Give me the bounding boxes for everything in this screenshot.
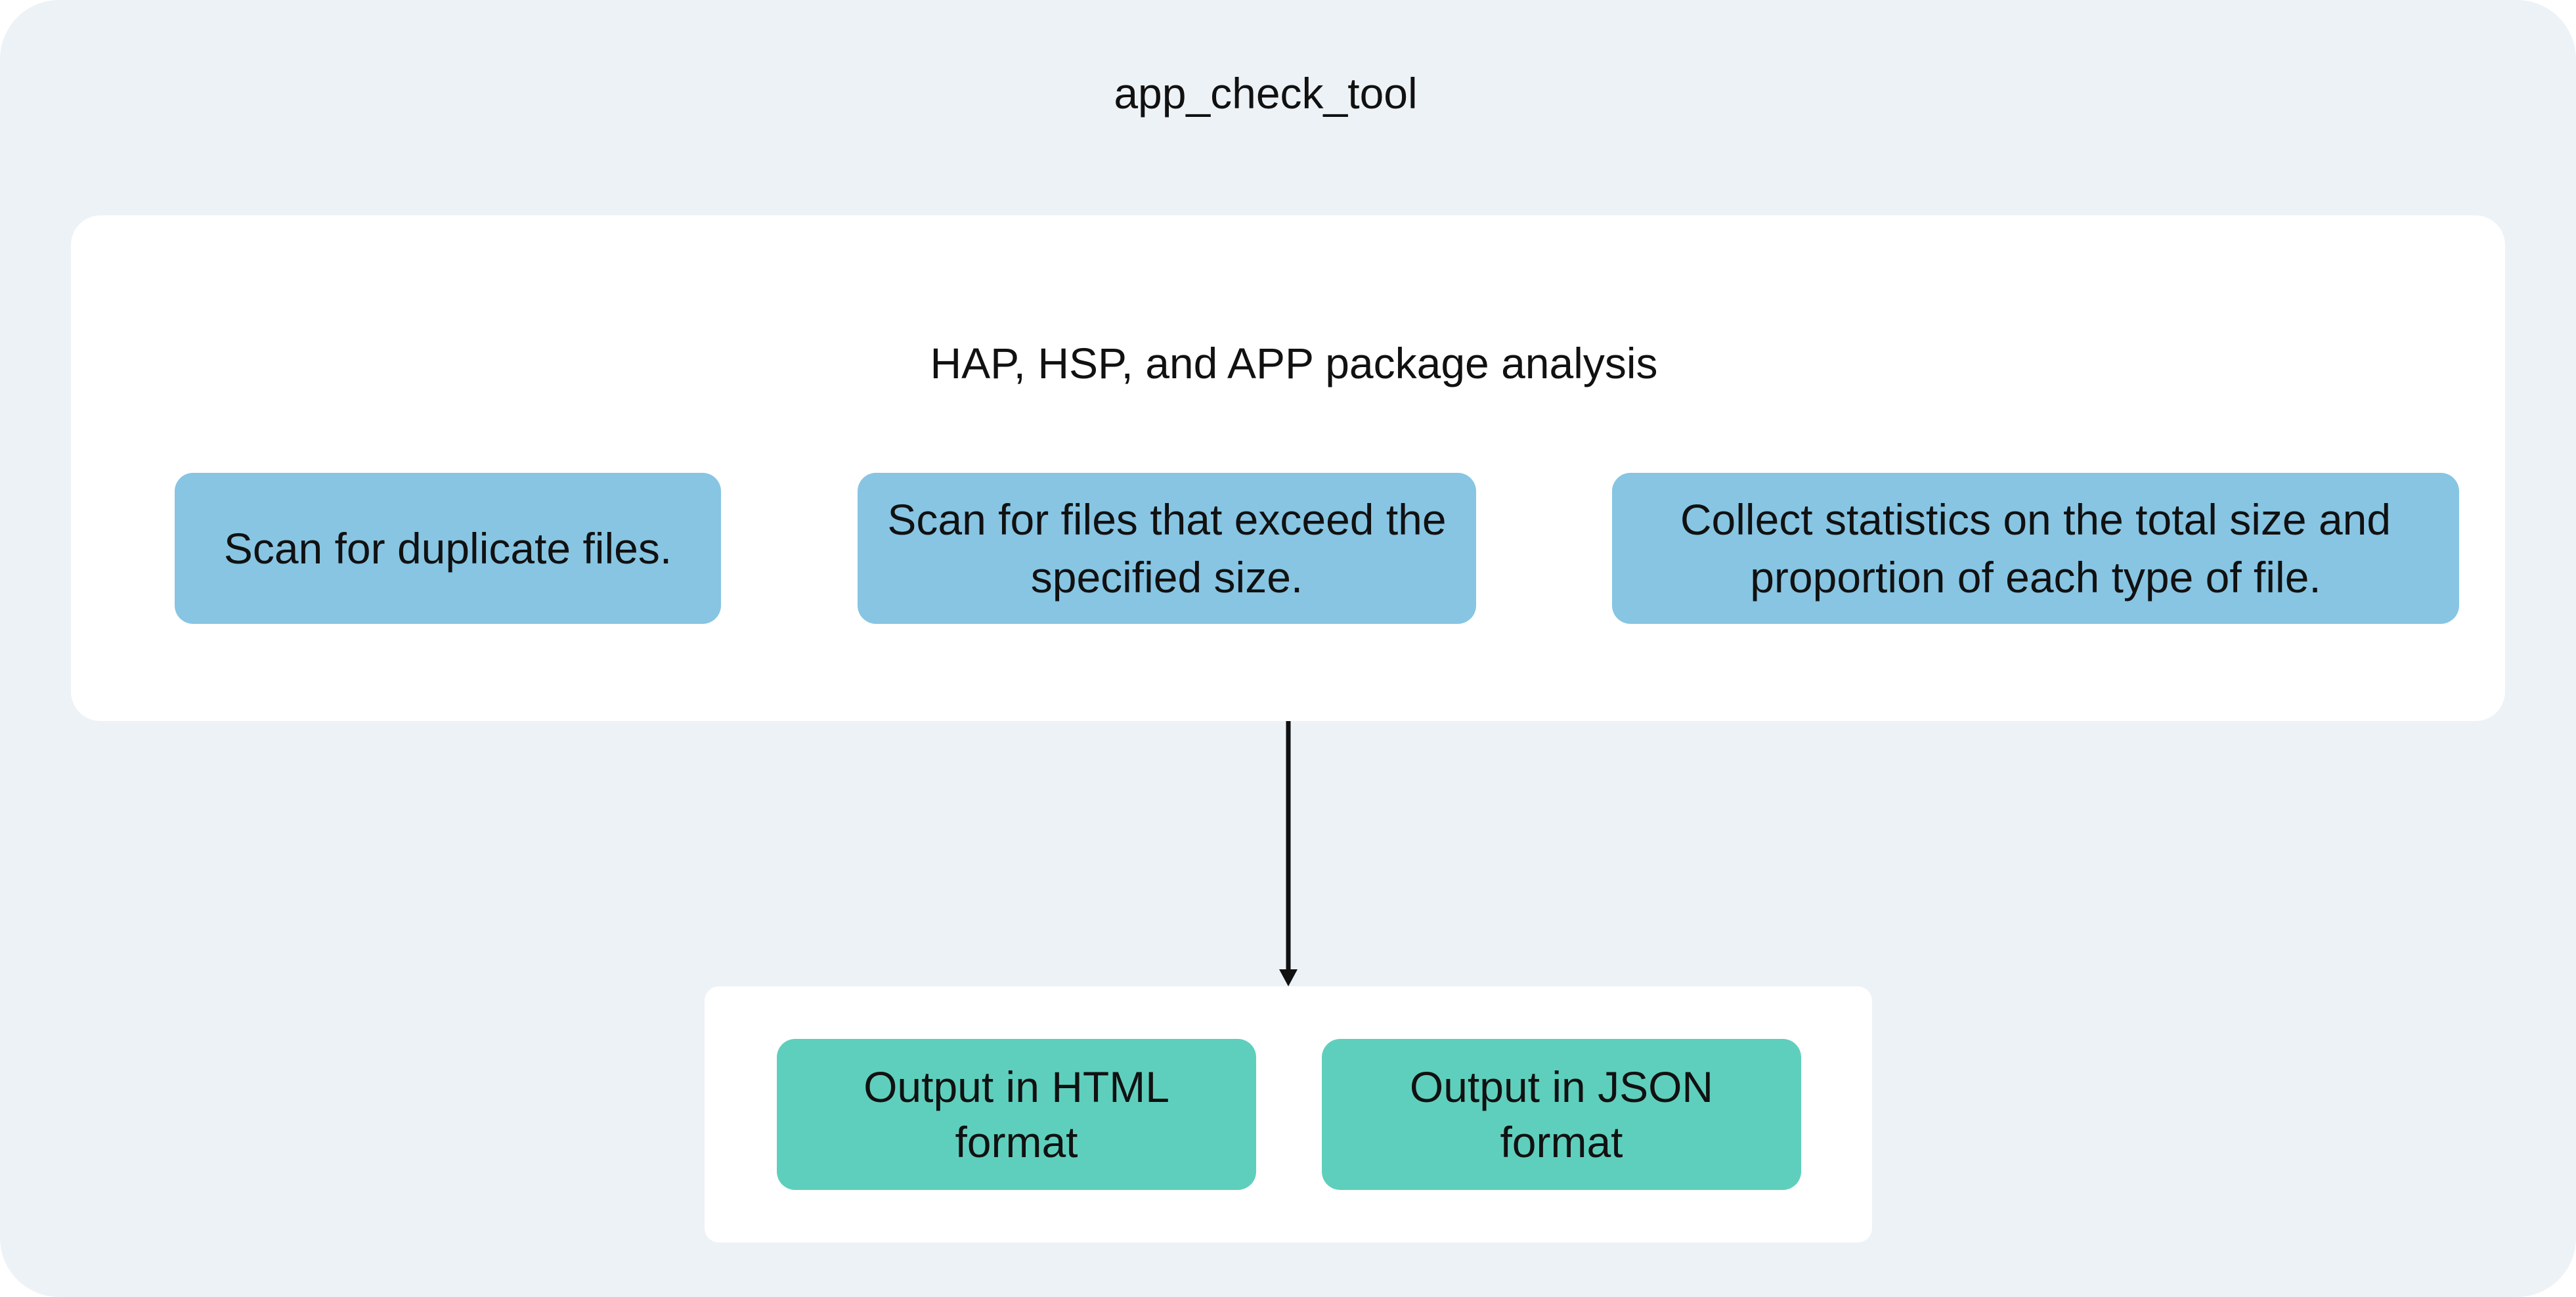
json-output-label: Output in JSON format — [1409, 1063, 1714, 1166]
arrow-head — [1279, 969, 1298, 986]
html-output-box: Output in HTML format — [777, 1039, 1256, 1190]
html-output-label: Output in HTML format — [863, 1063, 1169, 1166]
analysis-group-title: HAP, HSP, and APP package analysis — [930, 339, 1658, 387]
file-type-statistics-box: Collect statistics on the total size and… — [1612, 473, 2459, 624]
diagram-title: app_check_tool — [1114, 69, 1418, 118]
duplicate-files-scan-box: Scan for duplicate files. — [175, 473, 721, 624]
output-group: Output in HTML format Output in JSON for… — [705, 986, 1872, 1242]
json-output-box: Output in JSON format — [1322, 1039, 1801, 1190]
analysis-group: HAP, HSP, and APP package analysis Scan … — [71, 215, 2505, 721]
file-type-statistics-label: Collect statistics on the total size and… — [1680, 495, 2391, 602]
duplicate-files-scan-label: Scan for duplicate files. — [223, 524, 672, 573]
oversized-files-scan-box: Scan for files that exceed the specified… — [858, 473, 1476, 624]
oversized-files-scan-label: Scan for files that exceed the specified… — [887, 495, 1447, 602]
